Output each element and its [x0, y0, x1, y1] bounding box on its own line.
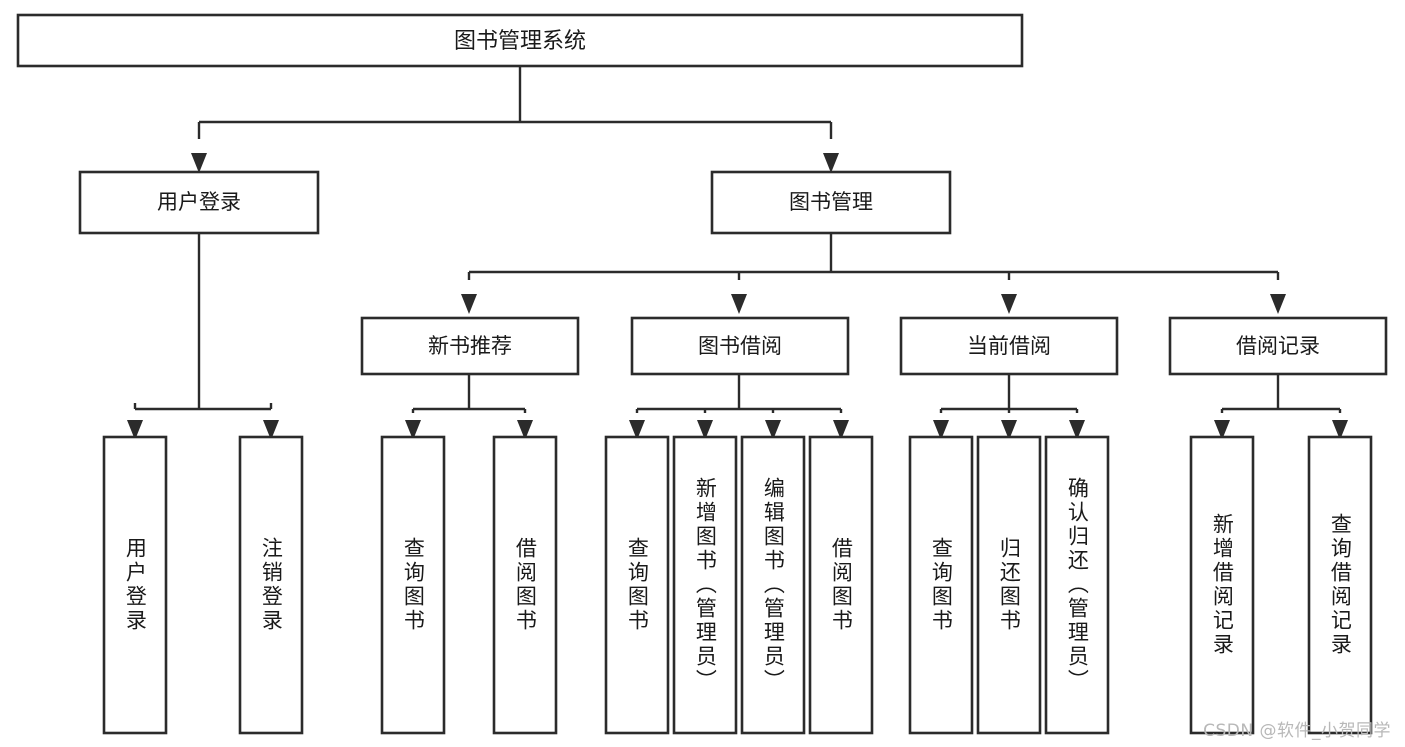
node-leaf-add-book[interactable] — [672, 435, 738, 735]
node-leaf-borrow-book-2[interactable] — [808, 435, 874, 735]
node-root[interactable]: 图书管理系统 — [16, 13, 1024, 68]
node-leaf-borrow-book-1[interactable] — [492, 435, 558, 735]
connector-root-to-level2 — [191, 66, 839, 173]
node-current-borrow-label: 当前借阅 — [967, 334, 1051, 358]
node-user-login[interactable]: 用户登录 — [78, 170, 320, 235]
node-borrow-record[interactable]: 借阅记录 — [1168, 316, 1388, 376]
connector-newbook-to-leaves — [405, 374, 533, 440]
connector-borrowrecord-to-leaves — [1214, 374, 1348, 440]
node-leaf-query-book-1[interactable] — [380, 435, 446, 735]
node-root-label: 图书管理系统 — [454, 29, 586, 54]
node-book-borrow[interactable]: 图书借阅 — [630, 316, 850, 376]
node-leaf-add-borrow-record[interactable] — [1189, 435, 1255, 735]
node-leaf-user-login[interactable] — [102, 435, 168, 735]
node-leaf-return-book[interactable] — [976, 435, 1042, 735]
connector-bookborrow-to-leaves — [629, 374, 849, 440]
node-current-borrow[interactable]: 当前借阅 — [899, 316, 1119, 376]
connector-userlogin-to-leaves — [127, 233, 279, 440]
node-leaf-confirm-return[interactable] — [1044, 435, 1110, 735]
connector-bookmanage-to-level3 — [461, 233, 1286, 314]
node-new-book-recommend-label: 新书推荐 — [428, 334, 512, 358]
node-user-login-label: 用户登录 — [157, 190, 241, 214]
node-new-book-recommend[interactable]: 新书推荐 — [360, 316, 580, 376]
node-leaf-edit-book[interactable] — [740, 435, 806, 735]
node-leaf-query-book-3[interactable] — [908, 435, 974, 735]
node-leaf-logout-login[interactable] — [238, 435, 304, 735]
watermark: CSDN @软件_小贺同学 — [1203, 721, 1391, 741]
node-book-manage-label: 图书管理 — [789, 190, 873, 214]
node-borrow-record-label: 借阅记录 — [1236, 334, 1320, 358]
node-leaf-query-book-2[interactable] — [604, 435, 670, 735]
node-book-manage[interactable]: 图书管理 — [710, 170, 952, 235]
node-book-borrow-label: 图书借阅 — [698, 334, 782, 358]
node-leaf-query-borrow-record[interactable] — [1307, 435, 1373, 735]
connector-currentborrow-to-leaves — [933, 374, 1085, 440]
